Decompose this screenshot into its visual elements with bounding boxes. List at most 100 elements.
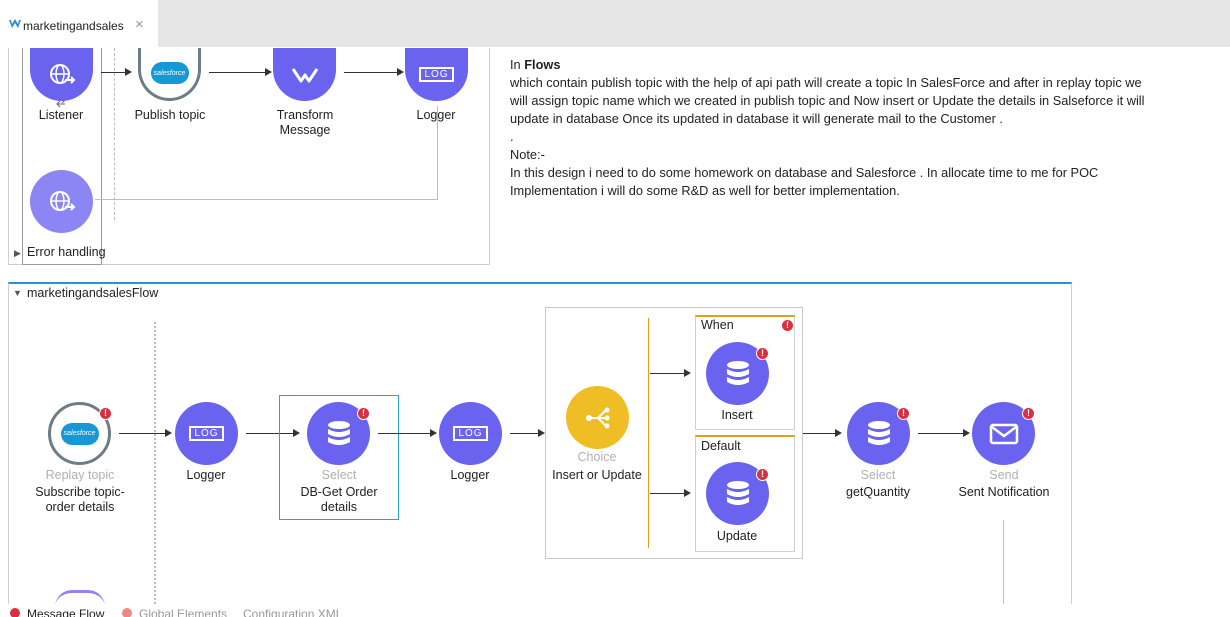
error-icon bbox=[10, 608, 20, 617]
notes-line: In this design i need to do some homewor… bbox=[510, 165, 1099, 180]
select-type-label: Select bbox=[321, 468, 357, 482]
tab-configuration-xml[interactable]: Configuration XML bbox=[243, 607, 343, 617]
flow-arrow bbox=[510, 433, 538, 434]
publish-topic-node[interactable]: salesforce bbox=[138, 48, 201, 101]
globe-icon bbox=[49, 63, 75, 84]
flow-arrow bbox=[650, 373, 684, 374]
insert-label: Insert bbox=[721, 408, 753, 422]
select2-name-label: getQuantity bbox=[846, 485, 910, 499]
return-line bbox=[95, 199, 438, 200]
flow-arrow bbox=[119, 433, 165, 434]
choice-type-label: Choice bbox=[577, 450, 617, 464]
main-flow-frame bbox=[8, 282, 1072, 612]
log-icon: LOG bbox=[453, 426, 488, 441]
flow-arrow bbox=[650, 493, 684, 494]
top-flow-frame bbox=[8, 48, 490, 265]
source-divider bbox=[154, 322, 156, 604]
logger-label: Logger bbox=[450, 468, 490, 482]
arrowhead bbox=[265, 68, 272, 76]
notes-line: update in database Once its updated in d… bbox=[510, 111, 1003, 126]
notes-note-label: Note:- bbox=[510, 147, 545, 162]
error-badge-icon: ! bbox=[99, 407, 112, 420]
replay-type-label: Replay topic bbox=[45, 468, 115, 482]
transform-message-node[interactable] bbox=[273, 48, 336, 101]
bottom-tab-bar: Message Flow Global Elements Configurati… bbox=[0, 604, 1230, 617]
tab-global-elements[interactable]: Global Elements bbox=[139, 607, 228, 617]
publish-topic-label: Publish topic bbox=[134, 108, 206, 122]
source-section bbox=[22, 48, 102, 265]
error-badge-icon: ! bbox=[357, 407, 370, 420]
logger-node[interactable]: LOG bbox=[439, 402, 502, 465]
arrowhead bbox=[430, 429, 437, 437]
transform-label-1: Transform bbox=[276, 108, 334, 122]
flow-arrow bbox=[344, 72, 398, 73]
logger-node[interactable]: LOG bbox=[405, 48, 468, 101]
send-type-label: Send bbox=[989, 468, 1019, 482]
tab-message-flow[interactable]: Message Flow bbox=[27, 607, 105, 617]
partial-node bbox=[55, 590, 105, 607]
listener-response-node[interactable] bbox=[30, 170, 93, 233]
choice-name-label: Insert or Update bbox=[552, 468, 642, 482]
notes-line: which contain publish topic with the hel… bbox=[510, 75, 1142, 90]
transform-icon bbox=[291, 67, 318, 82]
arrowhead bbox=[684, 369, 691, 377]
replay-name-1: Subscribe topic- bbox=[35, 485, 125, 499]
log-icon: LOG bbox=[419, 67, 454, 82]
notes-in: In bbox=[510, 57, 525, 72]
logger-label: Logger bbox=[186, 468, 226, 482]
choice-node[interactable] bbox=[566, 386, 629, 449]
error-badge-icon: ! bbox=[1022, 407, 1035, 420]
notes-line: Implementation i will do some R&D as wel… bbox=[510, 183, 900, 198]
flow-arrow bbox=[378, 433, 430, 434]
globe-icon bbox=[49, 190, 75, 211]
salesforce-icon: salesforce bbox=[60, 422, 99, 445]
arrowhead bbox=[165, 429, 172, 437]
logger-node[interactable]: LOG bbox=[175, 402, 238, 465]
update-label: Update bbox=[716, 529, 758, 543]
email-icon bbox=[989, 423, 1018, 444]
expand-caret-icon[interactable]: ▶ bbox=[14, 248, 21, 258]
arrowhead bbox=[397, 68, 404, 76]
arrowhead bbox=[538, 429, 545, 437]
arrowhead bbox=[293, 429, 300, 437]
database-icon bbox=[867, 420, 890, 445]
replay-name-2: order details bbox=[45, 500, 115, 514]
listener-node[interactable] bbox=[30, 48, 93, 101]
flow-arrow bbox=[246, 433, 293, 434]
notes-panel: In Flows which contain publish topic wit… bbox=[510, 56, 1225, 200]
error-badge-icon: ! bbox=[781, 319, 794, 332]
logger-label: Logger bbox=[416, 108, 456, 122]
salesforce-icon: salesforce bbox=[150, 62, 189, 84]
mule-app-icon bbox=[9, 19, 21, 28]
flow-arrow bbox=[803, 433, 835, 434]
choice-router[interactable] bbox=[545, 307, 803, 559]
collapse-caret-icon[interactable]: ▼ bbox=[13, 288, 22, 298]
send-name-label: Sent Notification bbox=[958, 485, 1050, 499]
flow-arrow bbox=[209, 72, 266, 73]
arrowhead bbox=[125, 68, 132, 76]
select2-type-label: Select bbox=[860, 468, 896, 482]
error-badge-icon: ! bbox=[897, 407, 910, 420]
database-icon bbox=[726, 480, 749, 505]
when-label: When bbox=[701, 318, 734, 332]
choice-icon bbox=[585, 407, 609, 428]
error-badge-icon: ! bbox=[756, 347, 769, 360]
editor-tab-strip bbox=[0, 0, 1230, 47]
return-line bbox=[437, 106, 438, 200]
notes-flows: Flows bbox=[524, 57, 561, 72]
tab-title: marketingandsales bbox=[23, 19, 124, 33]
log-icon: LOG bbox=[189, 426, 224, 441]
notes-line: . bbox=[510, 129, 514, 144]
default-label: Default bbox=[701, 439, 741, 453]
close-icon[interactable]: × bbox=[135, 16, 144, 33]
selected-component-frame bbox=[279, 395, 399, 520]
return-line bbox=[1003, 520, 1004, 604]
error-handling-toggle[interactable]: Error handling bbox=[27, 245, 106, 259]
database-icon bbox=[327, 420, 350, 445]
source-divider bbox=[114, 48, 115, 220]
flow-title[interactable]: marketingandsalesFlow bbox=[27, 286, 159, 300]
choice-bar bbox=[648, 318, 649, 548]
notes-line: will assign topic name which we created … bbox=[510, 93, 1145, 108]
editor-tab[interactable]: marketingandsales × bbox=[0, 0, 158, 47]
arrowhead bbox=[963, 429, 970, 437]
